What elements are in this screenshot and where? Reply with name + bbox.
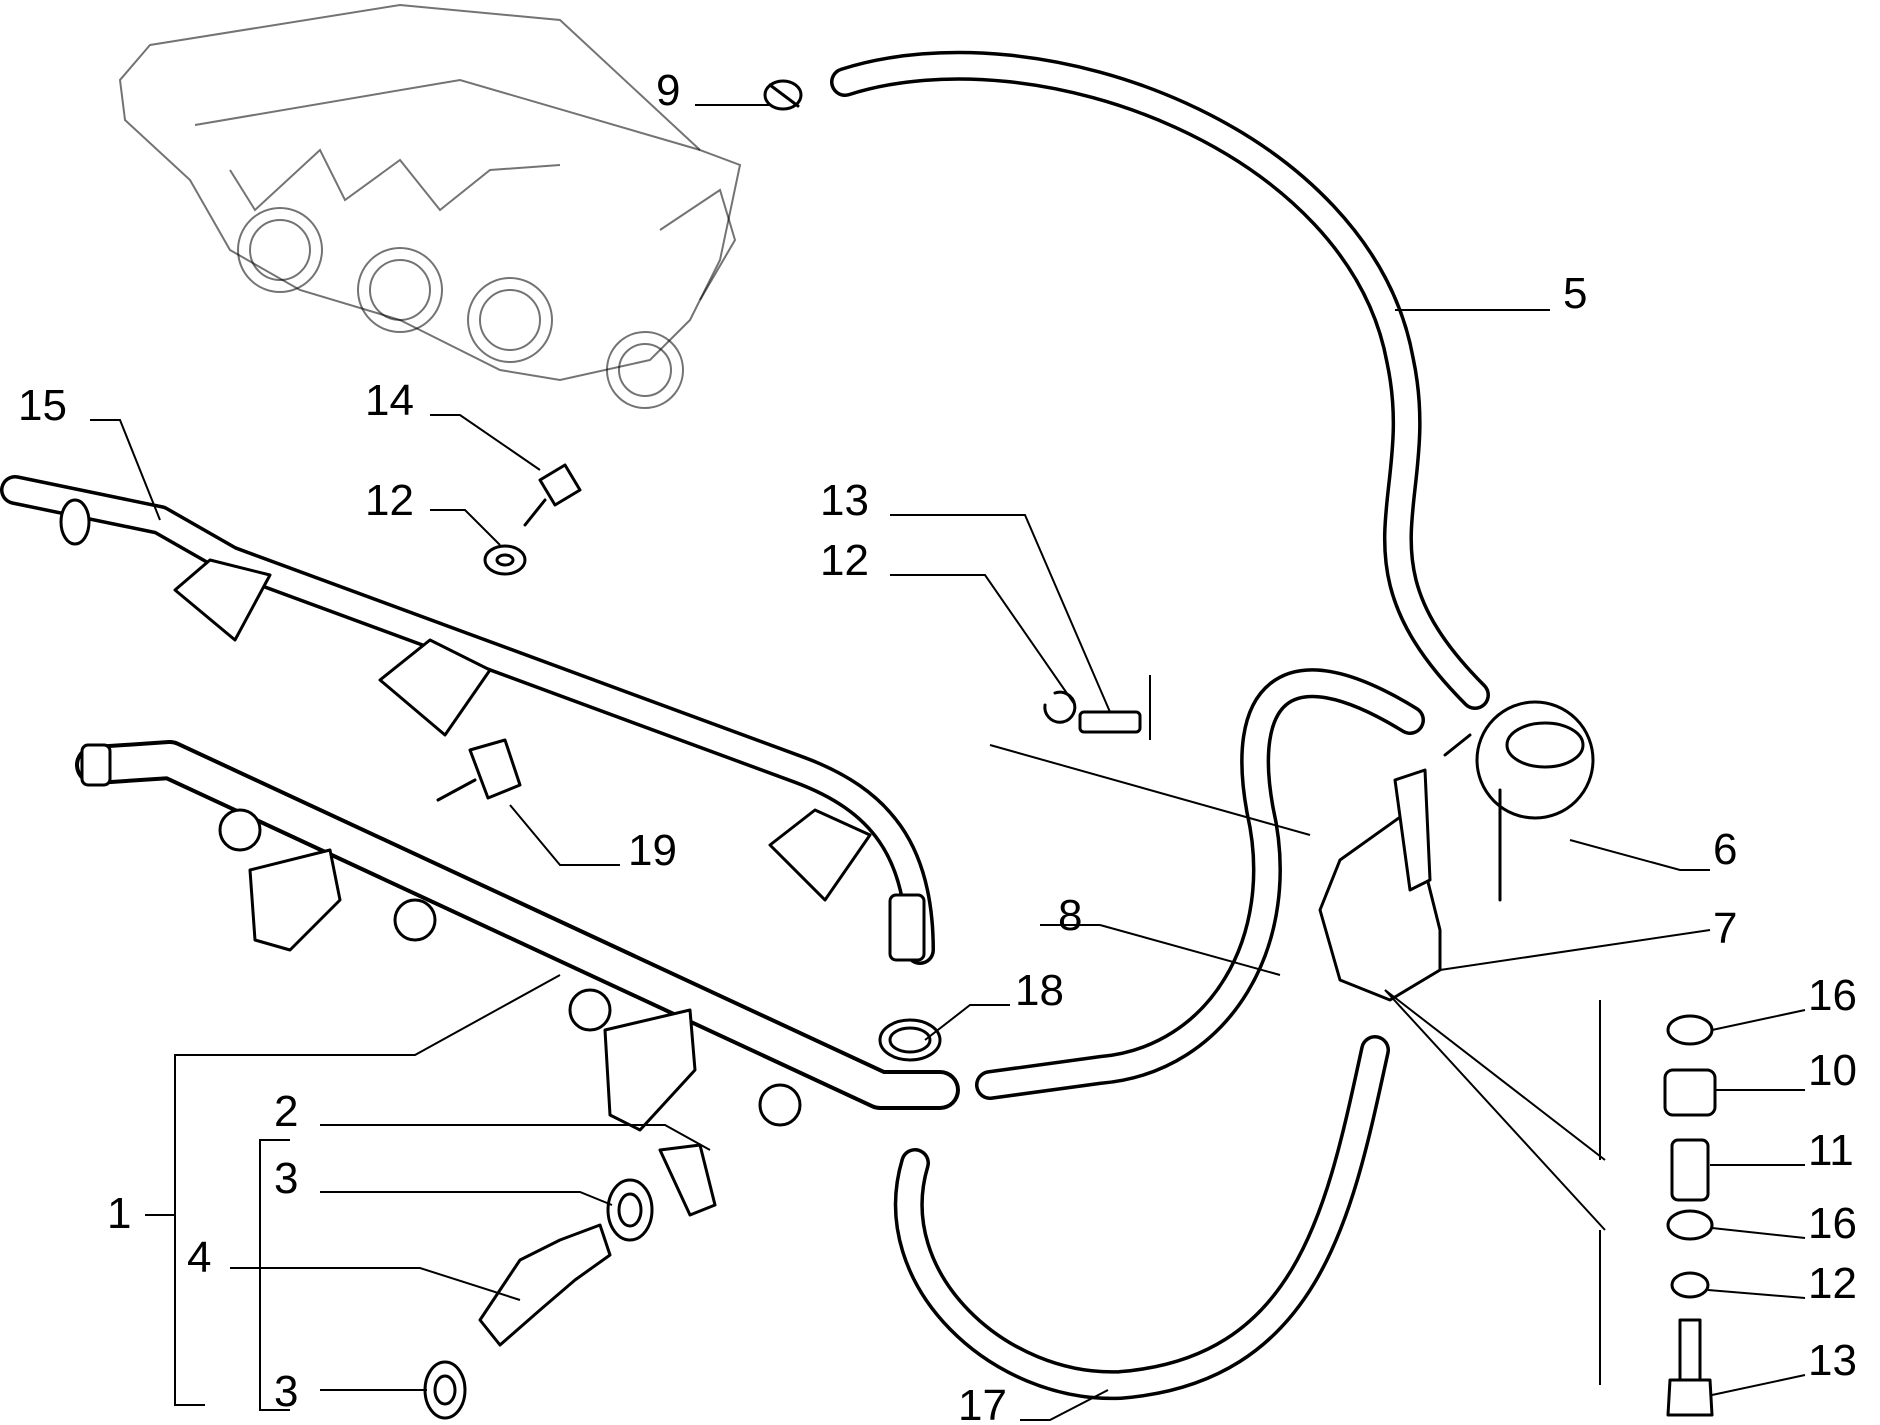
callout-6: 6 [1713, 825, 1737, 874]
washer-12 [483, 544, 527, 576]
callout-15: 15 [18, 381, 67, 430]
callout-16-lower: 16 [1808, 1199, 1857, 1248]
callout-12-bracket: 12 [365, 476, 414, 525]
return-pipe-15 [0, 475, 935, 965]
callout-1: 1 [107, 1189, 131, 1238]
bracket-7 [1318, 768, 1442, 1002]
intake-manifold [118, 3, 742, 409]
callout-8: 8 [1058, 891, 1082, 940]
callout-labels: 1 2 3 4 3 5 6 7 8 9 10 11 12 12 12 13 13… [18, 66, 1857, 1425]
clip-2 [658, 1143, 717, 1217]
hose-8 [975, 668, 1425, 1100]
bolt-19 [436, 738, 522, 802]
callout-17: 17 [958, 1381, 1007, 1425]
callout-19: 19 [628, 826, 677, 875]
callout-18: 18 [1015, 966, 1064, 1015]
callout-3-upper: 3 [274, 1154, 298, 1203]
hardware-stack [1663, 1014, 1717, 1417]
seal-3-lower [423, 1360, 467, 1420]
callout-13-mid: 13 [820, 476, 869, 525]
bolt-14 [523, 463, 582, 527]
circlip-12 [1043, 690, 1077, 724]
callout-13-stack: 13 [1808, 1336, 1857, 1385]
callout-2: 2 [274, 1087, 298, 1136]
hose-17 [894, 1035, 1390, 1401]
callout-12-mid: 12 [820, 536, 869, 585]
callout-5: 5 [1563, 269, 1587, 318]
callout-11: 11 [1808, 1126, 1854, 1175]
callout-12-stack: 12 [1808, 1259, 1857, 1308]
clamp-18 [878, 1018, 942, 1062]
fuel-rail-1 [75, 740, 960, 1132]
callout-4: 4 [187, 1233, 211, 1282]
injector-4 [478, 1223, 612, 1347]
seal-3-upper [606, 1178, 654, 1242]
leader-lines [90, 104, 1806, 1421]
callout-16-upper: 16 [1808, 971, 1857, 1020]
clip-9 [763, 79, 803, 111]
callout-7: 7 [1713, 904, 1737, 953]
callout-14: 14 [365, 376, 414, 425]
bolt-13 [1078, 710, 1142, 734]
hose-5 [830, 50, 1490, 710]
callout-9: 9 [656, 66, 680, 115]
fuel-filter-6 [1443, 700, 1595, 902]
callout-3-lower: 3 [274, 1367, 298, 1416]
callout-10: 10 [1808, 1046, 1857, 1095]
